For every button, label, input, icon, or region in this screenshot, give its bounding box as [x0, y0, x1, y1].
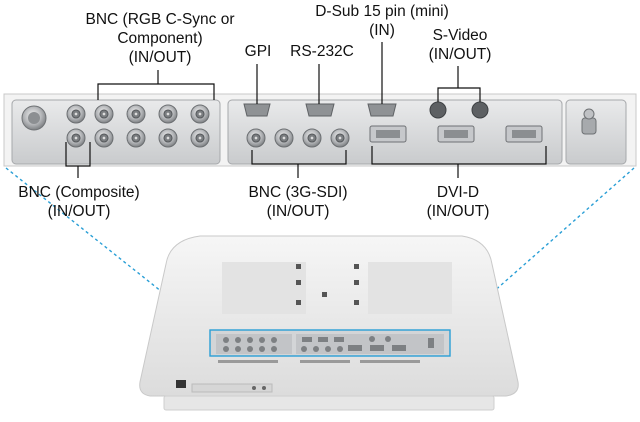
bnc-connector	[126, 128, 146, 148]
label-svideo-line1: S-Video	[432, 27, 488, 44]
label-bnc-rgb-line1: BNC (RGB C-Sync or	[85, 11, 235, 28]
label-bnc-3gsdi-line1: BNC (3G-SDI)	[248, 184, 348, 201]
label-bnc-rgb-line2: Component)	[117, 30, 203, 47]
label-bnc-composite-line1: BNC (Composite)	[18, 184, 140, 201]
label-rs232c: RS-232C	[290, 43, 354, 60]
bnc-connector	[330, 128, 350, 148]
label-bnc-3gsdi-line2: (IN/OUT)	[266, 203, 330, 220]
label-bnc-3gsdi: BNC (3G-SDI) (IN/OUT)	[234, 183, 362, 221]
bnc-connector	[190, 128, 210, 148]
monitor-connector-panel	[209, 329, 451, 363]
ground-terminal	[581, 108, 597, 135]
bnc-connector	[158, 104, 178, 124]
label-dvid-line2: (IN/OUT)	[426, 203, 490, 220]
monitor-rear	[139, 235, 519, 411]
rs232c-port	[305, 103, 335, 117]
dvid-ports	[369, 125, 543, 143]
label-gpi: GPI	[244, 43, 272, 60]
dsub-port	[367, 103, 397, 117]
bnc-connector	[302, 128, 322, 148]
label-svideo-line2: (IN/OUT)	[428, 46, 492, 63]
bnc-3gsdi-connector-group	[246, 128, 350, 148]
bnc-connector	[66, 128, 86, 148]
label-bnc-rgb: BNC (RGB C-Sync or Component) (IN/OUT)	[48, 10, 272, 67]
power-connector	[21, 105, 47, 131]
label-brackets	[65, 42, 547, 178]
label-dvid: DVI-D (IN/OUT)	[406, 183, 510, 221]
label-bnc-rgb-line3: (IN/OUT)	[128, 49, 192, 66]
bnc-connector	[94, 104, 114, 124]
bnc-connector	[94, 128, 114, 148]
label-bnc-composite-line2: (IN/OUT)	[47, 203, 111, 220]
label-svideo: S-Video (IN/OUT)	[412, 26, 508, 64]
bnc-connector-group	[66, 104, 210, 148]
bnc-connector	[158, 128, 178, 148]
label-dvid-line1: DVI-D	[436, 184, 480, 201]
bnc-connector	[126, 104, 146, 124]
gpi-port	[243, 103, 271, 117]
bnc-connector	[274, 128, 294, 148]
bnc-connector	[190, 104, 210, 124]
label-dsub-line2: (IN)	[369, 22, 395, 39]
svideo-ports	[429, 101, 489, 119]
bnc-connector	[66, 104, 86, 124]
bnc-connector	[246, 128, 266, 148]
label-dsub-line1: D-Sub 15 pin (mini)	[315, 3, 449, 20]
label-dsub: D-Sub 15 pin (mini) (IN)	[300, 2, 464, 40]
label-bnc-composite: BNC (Composite) (IN/OUT)	[4, 183, 154, 221]
